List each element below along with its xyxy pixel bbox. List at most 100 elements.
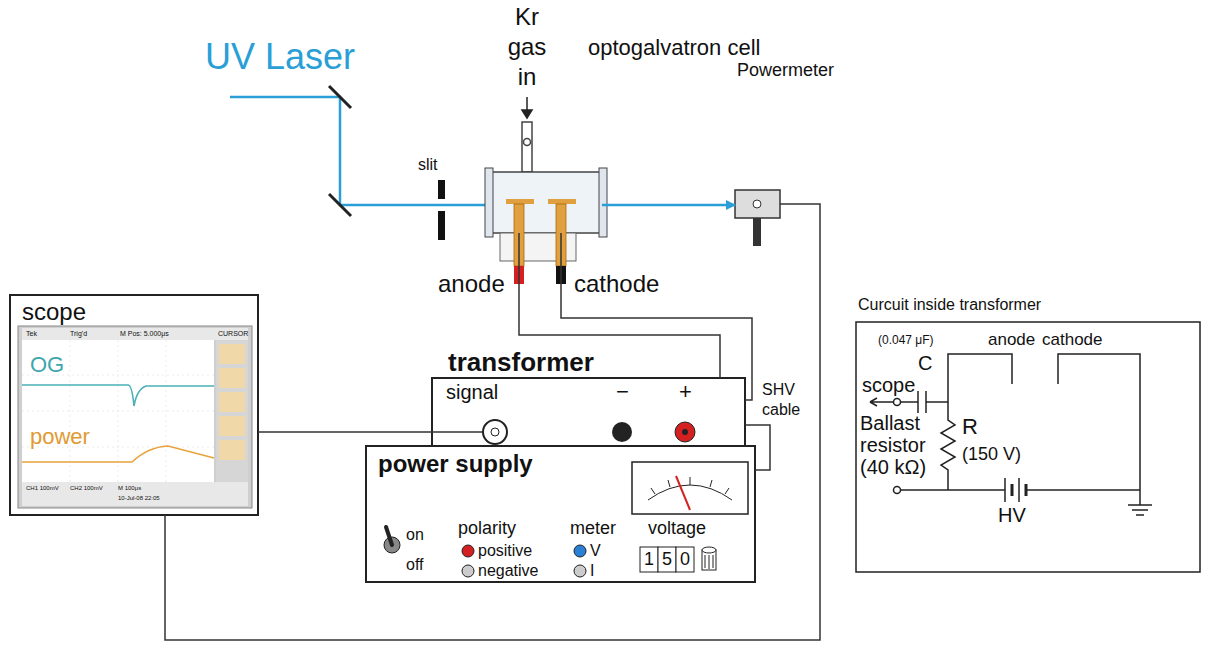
text-label: meter: [570, 518, 616, 539]
text-label: V: [590, 542, 601, 560]
transformer-box: [432, 378, 745, 448]
oscilloscope: [22, 340, 214, 482]
text-label: slit: [418, 156, 438, 174]
slit-bar: [438, 211, 445, 240]
text-label: M Pos: 5.000μs: [120, 330, 169, 338]
oscilloscope: [219, 416, 245, 436]
circuit-schematic: [1004, 478, 1006, 502]
text-label: anode: [988, 330, 1035, 350]
optogalvatron-cell: [485, 168, 493, 237]
circuit-schematic: [917, 391, 919, 413]
oscilloscope: [18, 326, 252, 508]
circuit-schematic: [901, 401, 918, 403]
wire: [258, 431, 432, 433]
transformer-box: [432, 378, 745, 448]
text-label: CH2 100mV: [70, 485, 103, 492]
circuit-schematic: [1136, 514, 1144, 516]
circuit-schematic: [1018, 478, 1020, 502]
oscilloscope: [22, 482, 248, 506]
text-label: HV: [998, 504, 1026, 527]
circuit-schematic: [901, 489, 1005, 491]
power-supply-box: [632, 462, 748, 514]
power-supply-box: [709, 555, 710, 569]
powermeter-device: [753, 218, 761, 246]
gas-arrow: [522, 97, 532, 118]
scope-node: scope: [10, 295, 258, 515]
text-label: UV Laser: [205, 36, 355, 77]
oscilloscope: [10, 295, 258, 515]
mirror: [329, 86, 351, 216]
power-supply-box: [676, 547, 694, 572]
text-label: power: [30, 424, 90, 449]
text-label: Tek: [26, 330, 37, 338]
transformer-box: [612, 422, 632, 442]
power-supply-box: [366, 446, 755, 582]
optogalvatron-cell: [485, 168, 607, 284]
transformer-box: [432, 431, 483, 433]
powermeter-device: [735, 190, 780, 246]
cell-node: optogalvatron cell: [490, 172, 602, 233]
text-label: scope: [862, 374, 915, 397]
text-label: transformer: [448, 348, 594, 378]
text-label: positive: [478, 542, 532, 560]
text-label: M 100μs: [118, 485, 141, 492]
mirror: [329, 86, 351, 108]
text-label: scope: [22, 298, 86, 326]
text-label: I: [590, 562, 594, 580]
text-label: anode: [438, 270, 505, 298]
power-supply-box: [462, 565, 474, 577]
text-label: 10-Jul-08 22:05: [118, 495, 160, 502]
power-supply-box: [710, 480, 712, 487]
circuit-schematic: [1058, 354, 1140, 490]
transformer-box: [682, 429, 688, 435]
text-label: Powermeter: [737, 60, 834, 81]
circuit-schematic: [1011, 484, 1014, 496]
laser-beam: [602, 204, 735, 207]
powermeter-device: [735, 190, 780, 218]
gas-inlet: [524, 139, 531, 146]
oscilloscope: [22, 385, 214, 406]
power-supply-box: [702, 547, 716, 553]
transformer-box: [675, 422, 695, 442]
wire: [745, 425, 770, 470]
oscilloscope: [219, 344, 245, 364]
oscilloscope: [219, 392, 245, 412]
circuit-schematic: [894, 399, 901, 406]
text-label: cathode: [574, 270, 659, 298]
text-label: −: [616, 379, 629, 404]
oscilloscope: [22, 411, 214, 412]
gas-inlet: [522, 122, 532, 172]
text-label: negative: [478, 562, 539, 580]
text-label: 0: [680, 549, 690, 570]
power-supply-box: [386, 527, 392, 545]
text-label: (0.047 μF): [878, 334, 934, 348]
oscilloscope: [70, 340, 71, 482]
transformer-node: transformersignal−+: [432, 378, 745, 448]
transformer-box: [491, 428, 499, 436]
text-label: power supply: [378, 450, 533, 478]
transformer-box: [483, 420, 507, 444]
power-supply-box: [651, 488, 655, 494]
power-supply-box: [658, 547, 676, 572]
text-label: Ballast resistor (40 kΩ): [860, 412, 940, 478]
gas-arrow: [522, 110, 532, 118]
text-label: CURSOR: [218, 330, 248, 338]
powermeter-device: [753, 200, 761, 208]
text-label: signal: [446, 381, 498, 404]
oscilloscope: [166, 340, 167, 482]
oscilloscope: [22, 340, 214, 482]
gas-inlet: [522, 122, 532, 172]
circuit-schematic: [1139, 490, 1141, 505]
power-supply-box: [676, 476, 690, 510]
optogalvatron-cell: [548, 199, 576, 204]
text-label: 5: [662, 549, 672, 570]
oscilloscope: [10, 295, 258, 515]
oscilloscope: [219, 440, 245, 460]
optogalvatron-cell: [506, 199, 534, 204]
text-label: +: [679, 379, 692, 404]
power-supply-box: [640, 547, 658, 572]
text-label: 1: [644, 549, 654, 570]
text-label: off: [406, 556, 424, 574]
power-supply-box: [648, 485, 732, 500]
